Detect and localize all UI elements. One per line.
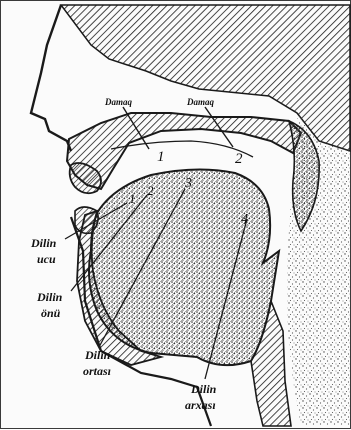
label-dilin-onu-line2: önü (41, 306, 61, 320)
tongue-number-4: 4 (241, 212, 248, 227)
label-dilin-onu-line1: Dilin (36, 290, 63, 304)
label-dilin-ucu-line1: Dilin (30, 236, 57, 250)
label-dilin-arxasi-line1: Dilin (190, 382, 217, 396)
lower-lip (75, 207, 98, 233)
tongue-number-1: 1 (129, 191, 136, 206)
label-damaq-front: Damaq (104, 97, 133, 107)
tongue-number-2: 2 (147, 183, 154, 198)
label-dilin-ortasi-line1: Dilin (84, 348, 111, 362)
palate-number-2: 2 (235, 151, 243, 167)
label-dilin-ortasi-line2: ortası (83, 364, 111, 378)
label-dilin-ucu-line2: ucu (37, 252, 56, 266)
face-profile-upper (31, 5, 71, 151)
label-damaq-back: Damaq (186, 97, 215, 107)
tongue-number-3: 3 (184, 176, 192, 191)
palate-arc (111, 141, 253, 157)
label-dilin-arxasi-line2: arxası (185, 398, 216, 412)
palate-number-1: 1 (157, 149, 165, 165)
